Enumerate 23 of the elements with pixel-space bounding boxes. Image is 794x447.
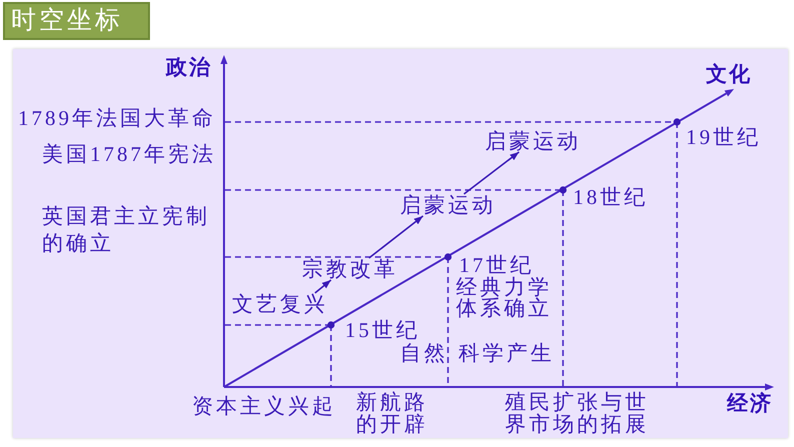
event-label: 资本主义兴起 [192,395,336,418]
arrow [368,215,424,259]
event-label: 1789年法国大革命 [18,107,216,130]
century-label: 17世纪 [459,254,534,276]
event-label: 自然 科学产生 [400,342,554,364]
event-label: 英国君主立宪制的确立 [42,203,211,257]
title-banner: 时空坐标 [3,2,150,40]
event-label: 殖民扩张与世界市场的拓展 [505,391,650,435]
century-label: 18世纪 [573,186,648,208]
event-label: 宗教改革 [302,258,398,280]
event-label: 新航路的开辟 [356,391,429,435]
event-label: 启蒙运动 [485,130,581,152]
century-label: 15世纪 [345,319,420,342]
axis-title: 经济 [727,392,773,414]
event-label: 文艺复兴 [232,293,328,316]
axis-title: 政治 [166,56,212,78]
event-label: 启蒙运动 [400,194,496,216]
century-label: 19世纪 [686,126,761,148]
event-label: 美国1787年宪法 [42,143,216,166]
event-label: 经典力学体系确立 [456,277,553,319]
axis-title: 文化 [706,63,752,86]
arrow [314,279,332,294]
arrow [464,151,520,195]
